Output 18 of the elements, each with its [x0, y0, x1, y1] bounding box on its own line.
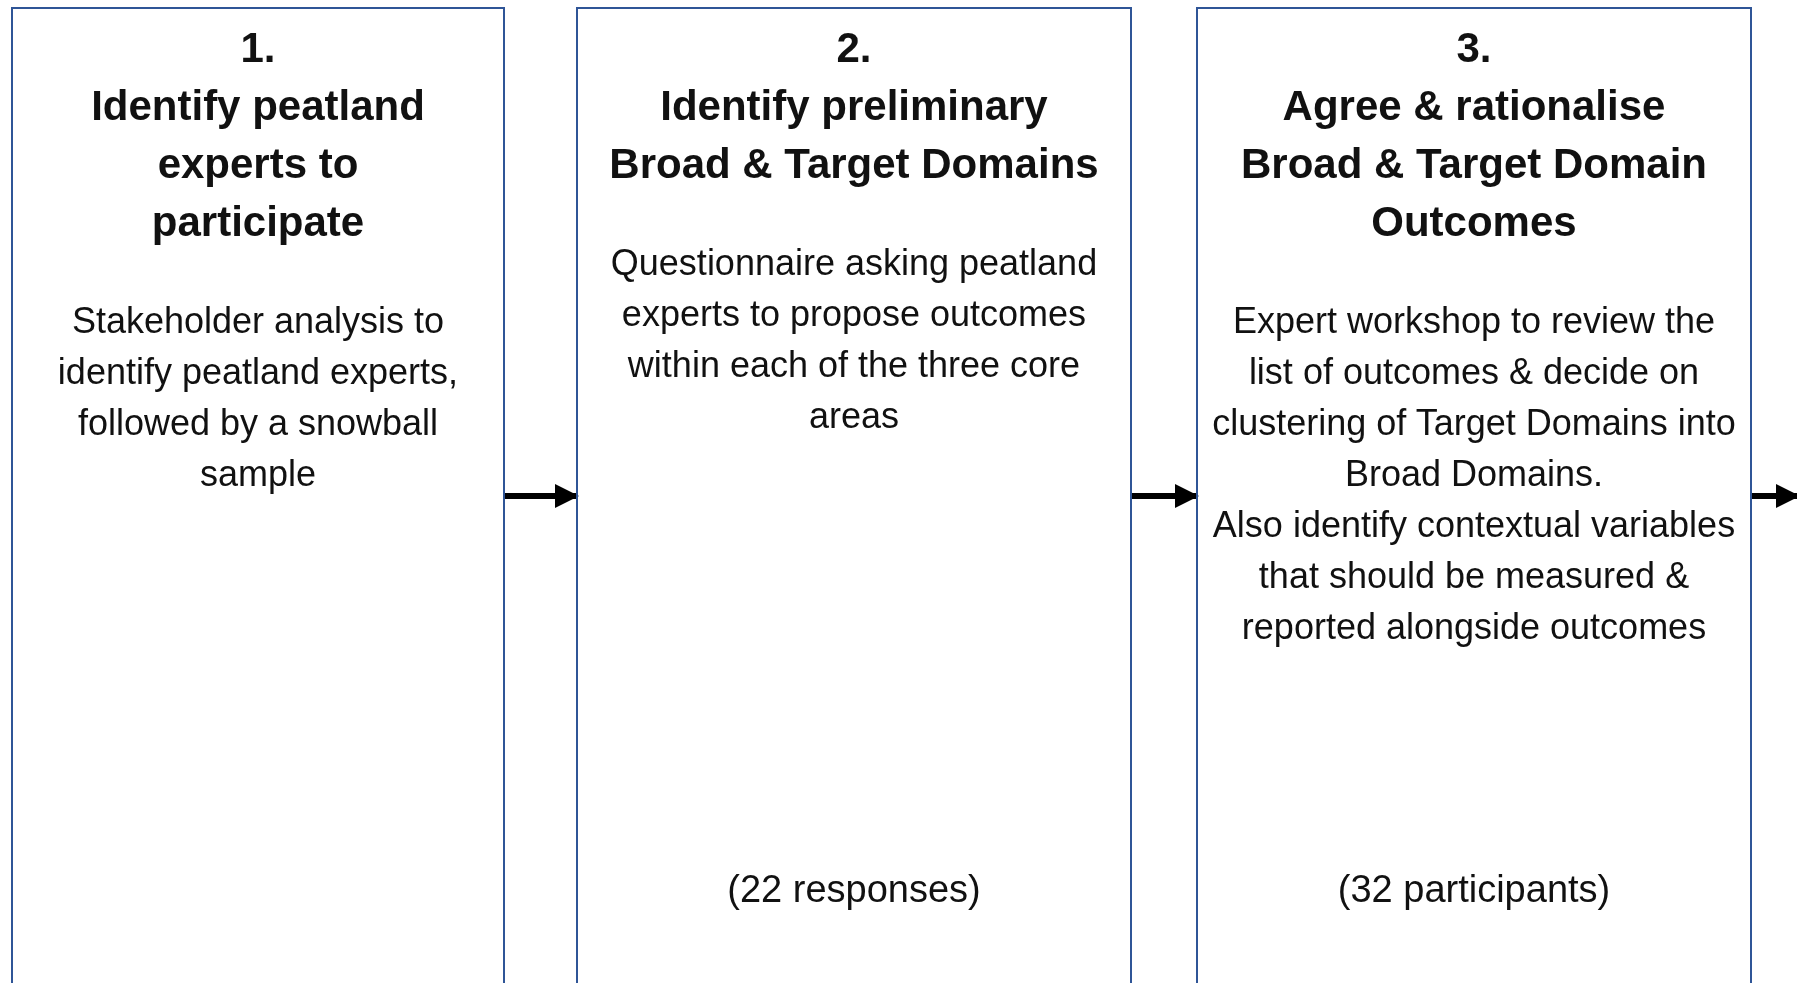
step-description: Expert workshop to review the list of outcomes & decide on clustering of Target Domains into Broad Domains. [1211, 299, 1737, 496]
step-number: 1. [239, 23, 277, 73]
count-note: (22 responses) [726, 867, 982, 912]
step-number: 3. [1455, 23, 1493, 73]
process-box [11, 7, 505, 983]
arrow [1132, 484, 1199, 508]
step-title: Agree & rationalise Broad & Target Domain Outcomes [1240, 81, 1708, 247]
process-box [576, 7, 1132, 983]
step-number: 2. [835, 23, 873, 73]
arrow [1752, 484, 1797, 508]
step-title: Identify preliminary Broad & Target Domains [608, 81, 1100, 189]
count-note: (32 participants) [1336, 867, 1612, 912]
process-box [1196, 7, 1752, 983]
step-description: Questionnaire asking peatland experts to propose outcomes within each of the three core areas [609, 241, 1099, 438]
step-description: Also identify contextual variables that should be measured & reported alongside outcomes [1211, 503, 1737, 649]
step-description: Stakeholder analysis to identify peatland experts, followed by a snowball sample [56, 299, 460, 496]
arrow [505, 484, 579, 508]
step-title: Identify peatland experts to participate [90, 81, 426, 247]
